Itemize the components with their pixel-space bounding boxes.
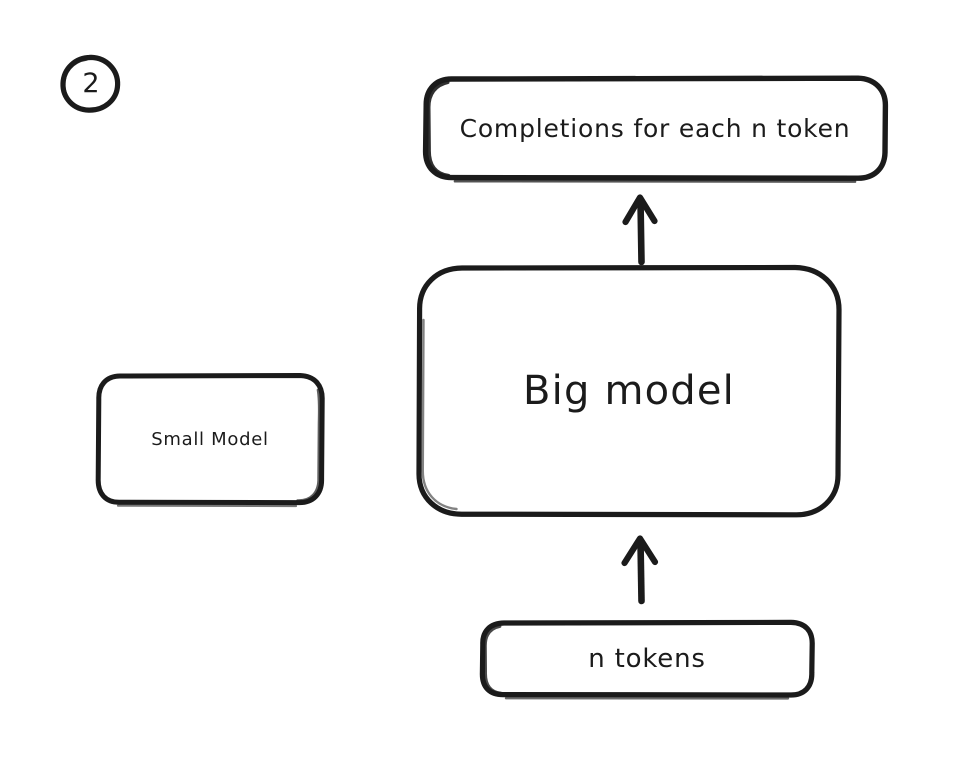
- node-big-model-box[interactable]: [416, 264, 842, 518]
- arrow-head-icon: [622, 194, 658, 226]
- arrow-big-model-to-completions: [622, 194, 658, 266]
- node-n-tokens-outline-sketch-stroke: [483, 625, 503, 695]
- node-n-tokens-box[interactable]: [479, 619, 815, 700]
- arrow-head-icon: [621, 535, 659, 567]
- node-big-model-outline: [416, 264, 842, 518]
- arrow-shaft: [637, 196, 645, 266]
- node-completions-box[interactable]: [422, 75, 889, 183]
- node-small-model-box[interactable]: [95, 373, 325, 508]
- node-completions-outline: [422, 75, 889, 181]
- step-badge: [60, 54, 121, 113]
- arrow-n-tokens-to-big-model: [621, 535, 659, 605]
- node-small-model-outline: [95, 373, 325, 506]
- node-small-model-outline-sketch-stroke: [296, 388, 321, 502]
- node-big-model-outline-sketch-stroke: [421, 318, 458, 511]
- node-completions-outline-sketch-stroke: [427, 81, 451, 177]
- step-badge-circle-icon-second-stroke: [62, 57, 93, 112]
- arrow-shaft: [637, 537, 645, 605]
- node-n-tokens-outline: [479, 619, 815, 698]
